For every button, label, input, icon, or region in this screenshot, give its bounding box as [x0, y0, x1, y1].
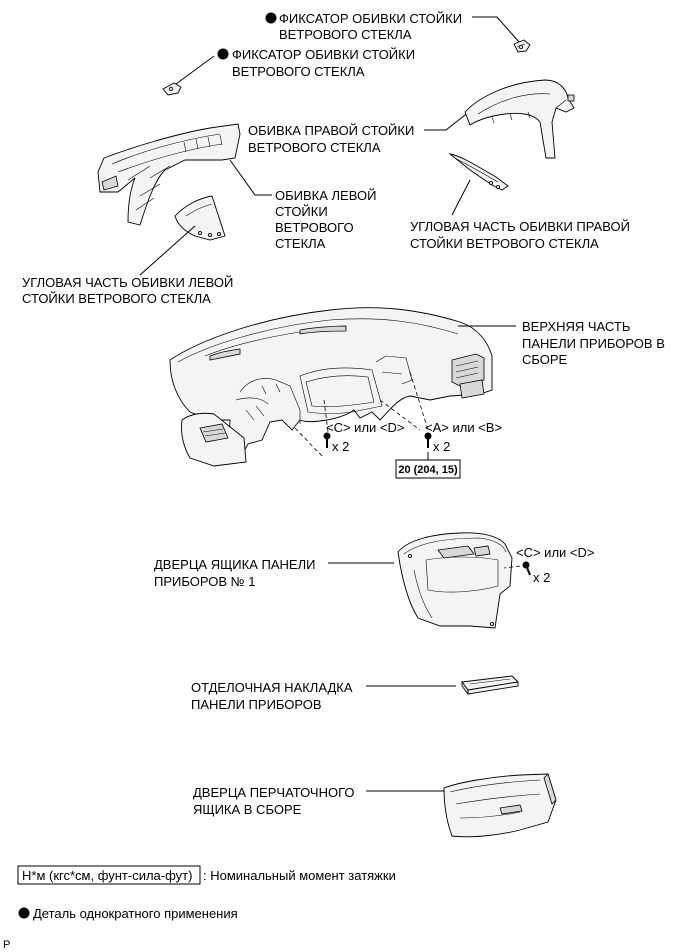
- glove-box-label-1: ДВЕРЦА ПЕРЧАТОЧНОГО: [193, 785, 355, 800]
- finish-plate-label-1: ОТДЕЛОЧНАЯ НАКЛАДКА: [191, 680, 353, 695]
- door-cd-qty: x 2: [533, 570, 550, 585]
- svg-text:x 2: x 2: [533, 570, 550, 585]
- ab-qty: x 2: [433, 439, 450, 454]
- glove-box-label-2: ЯЩИКА В СБОРЕ: [193, 802, 302, 817]
- left-pillar-label-4: СТЕКЛА: [275, 236, 326, 251]
- svg-text:ДВЕРЦА ПЕРЧАТОЧНОГО: ДВЕРЦА ПЕРЧАТОЧНОГО: [193, 785, 355, 800]
- right-corner-label-1: УГЛОВАЯ ЧАСТЬ ОБИВКИ ПРАВОЙ: [410, 219, 630, 234]
- svg-text:<A> или <B>: <A> или <B>: [425, 420, 502, 435]
- single-use-dot-icon: [18, 907, 30, 919]
- svg-text:P: P: [3, 939, 10, 951]
- left-corner-label-1: УГЛОВАЯ ЧАСТЬ ОБИВКИ ЛЕВОЙ: [22, 275, 233, 290]
- svg-text:Деталь однократного применения: Деталь однократного применения: [33, 906, 238, 921]
- svg-text:УГЛОВАЯ ЧАСТЬ ОБИВКИ ЛЕВОЙ: УГЛОВАЯ ЧАСТЬ ОБИВКИ ЛЕВОЙ: [22, 275, 233, 290]
- door-no1-part: [397, 532, 513, 629]
- glove-box-group: ДВЕРЦА ПЕРЧАТОЧНОГО ЯЩИКА В СБОРЕ: [193, 773, 557, 838]
- svg-text:УГЛОВАЯ ЧАСТЬ ОБИВКИ ПРАВОЙ: УГЛОВАЯ ЧАСТЬ ОБИВКИ ПРАВОЙ: [410, 219, 630, 234]
- right-pillar-label-1: ОБИВКА ПРАВОЙ СТОЙКИ: [248, 123, 414, 138]
- left-corner-part: [174, 195, 226, 241]
- svg-text:x 2: x 2: [332, 439, 349, 454]
- torque-desc-label: : Номинальный момент затяжки: [203, 868, 396, 883]
- left-pillar-group: ОБИВКА ЛЕВОЙ СТОЙКИ ВЕТРОВОГО СТЕКЛА: [97, 123, 376, 251]
- clip-upper-group: ФИКСАТОР ОБИВКИ СТОЙКИ ВЕТРОВОГО СТЕКЛА: [265, 11, 531, 53]
- clip-upper-part: [513, 39, 531, 53]
- left-pillar-part: [97, 123, 241, 226]
- door-cd-callout: <C> или <D>: [516, 545, 594, 560]
- finish-plate-label-2: ПАНЕЛИ ПРИБОРОВ: [191, 697, 322, 712]
- torque-box: [395, 459, 461, 479]
- svg-text:ПАНЕЛИ ПРИБОРОВ: ПАНЕЛИ ПРИБОРОВ: [191, 697, 322, 712]
- svg-text:СБОРЕ: СБОРЕ: [522, 352, 568, 367]
- screw-door-icon: [522, 561, 531, 576]
- svg-text:СТОЙКИ ВЕТРОВОГО СТЕКЛА: СТОЙКИ ВЕТРОВОГО СТЕКЛА: [22, 291, 211, 306]
- svg-text:ОБИВКА ПРАВОЙ СТОЙКИ: ОБИВКА ПРАВОЙ СТОЙКИ: [248, 123, 414, 138]
- torque-value: 20 (204, 15): [398, 464, 458, 476]
- svg-text:ОБИВКА ЛЕВОЙ: ОБИВКА ЛЕВОЙ: [275, 188, 376, 203]
- ab-callout: <A> или <B>: [425, 420, 502, 435]
- torque-unit-label: Н*м (кгс*см, фунт-сила-фут): [22, 868, 192, 883]
- upper-panel-label-3: СБОРЕ: [522, 352, 568, 367]
- right-pillar-part: [464, 79, 575, 159]
- clip-lower-group: ФИКСАТОР ОБИВКИ СТОЙКИ ВЕТРОВОГО СТЕКЛА: [162, 47, 415, 96]
- right-corner-part: [448, 153, 509, 191]
- upper-panel-group: ВЕРХНЯЯ ЧАСТЬ ПАНЕЛИ ПРИБОРОВ В СБОРЕ <C…: [169, 307, 665, 479]
- door-no1-label-2: ПРИБОРОВ № 1: [154, 574, 255, 589]
- left-pillar-label-2: СТОЙКИ: [275, 204, 328, 219]
- left-corner-group: УГЛОВАЯ ЧАСТЬ ОБИВКИ ЛЕВОЙ СТОЙКИ ВЕТРОВ…: [22, 195, 233, 306]
- right-pillar-group: ОБИВКА ПРАВОЙ СТОЙКИ ВЕТРОВОГО СТЕКЛА: [248, 79, 575, 159]
- svg-text:ДВЕРЦА ЯЩИКА ПАНЕЛИ: ДВЕРЦА ЯЩИКА ПАНЕЛИ: [154, 557, 315, 572]
- svg-text:<C> или <D>: <C> или <D>: [326, 420, 404, 435]
- door-no1-label-1: ДВЕРЦА ЯЩИКА ПАНЕЛИ: [154, 557, 315, 572]
- svg-text:СТОЙКИ ВЕТРОВОГО СТЕКЛА: СТОЙКИ ВЕТРОВОГО СТЕКЛА: [410, 236, 599, 251]
- legend: Н*м (кгс*см, фунт-сила-фут) : Номинальны…: [17, 865, 396, 921]
- screw-cd-icon: [323, 432, 331, 448]
- clip-lower-part: [162, 82, 182, 96]
- upper-panel-part: [169, 307, 493, 467]
- torque-unit-box: [17, 865, 201, 885]
- svg-text:ВЕТРОВОГО СТЕКЛА: ВЕТРОВОГО СТЕКЛА: [279, 27, 412, 42]
- finish-plate-group: ОТДЕЛОЧНАЯ НАКЛАДКА ПАНЕЛИ ПРИБОРОВ: [191, 675, 519, 712]
- svg-text:СТЕКЛА: СТЕКЛА: [275, 236, 326, 251]
- left-corner-label-2: СТОЙКИ ВЕТРОВОГО СТЕКЛА: [22, 291, 211, 306]
- svg-text:СТОЙКИ: СТОЙКИ: [275, 204, 328, 219]
- single-use-label: Деталь однократного применения: [33, 906, 238, 921]
- svg-text:x 2: x 2: [433, 439, 450, 454]
- right-corner-group: УГЛОВАЯ ЧАСТЬ ОБИВКИ ПРАВОЙ СТОЙКИ ВЕТРО…: [410, 153, 630, 251]
- screw-ab-icon: [424, 432, 432, 448]
- single-use-dot-icon: [217, 48, 229, 60]
- svg-text:: Номинальный момент затяжки: : Номинальный момент затяжки: [203, 868, 396, 883]
- svg-text:ЯЩИКА В СБОРЕ: ЯЩИКА В СБОРЕ: [193, 802, 302, 817]
- left-pillar-label-1: ОБИВКА ЛЕВОЙ: [275, 188, 376, 203]
- cd-callout: <C> или <D>: [326, 420, 404, 435]
- left-pillar-label-3: ВЕТРОВОГО: [275, 220, 354, 235]
- svg-text:ФИКСАТОР ОБИВКИ СТОЙКИ: ФИКСАТОР ОБИВКИ СТОЙКИ: [279, 11, 462, 26]
- upper-panel-label-1: ВЕРХНЯЯ ЧАСТЬ: [522, 319, 630, 334]
- svg-text:ОТДЕЛОЧНАЯ НАКЛАДКА: ОТДЕЛОЧНАЯ НАКЛАДКА: [191, 680, 353, 695]
- door-no1-group: ДВЕРЦА ЯЩИКА ПАНЕЛИ ПРИБОРОВ № 1 <C> или…: [154, 532, 594, 629]
- corner-mark: P: [3, 939, 10, 951]
- upper-panel-label-2: ПАНЕЛИ ПРИБОРОВ В: [522, 336, 665, 351]
- single-use-dot-icon: [265, 12, 277, 24]
- right-pillar-label-2: ВЕТРОВОГО СТЕКЛА: [248, 140, 381, 155]
- clip-upper-label-2: ВЕТРОВОГО СТЕКЛА: [279, 27, 412, 42]
- svg-text:<C> или <D>: <C> или <D>: [516, 545, 594, 560]
- svg-text:20 (204, 15): 20 (204, 15): [398, 464, 458, 476]
- svg-text:ПАНЕЛИ ПРИБОРОВ В: ПАНЕЛИ ПРИБОРОВ В: [522, 336, 665, 351]
- svg-text:ВЕТРОВОГО СТЕКЛА: ВЕТРОВОГО СТЕКЛА: [248, 140, 381, 155]
- svg-text:ВЕТРОВОГО: ВЕТРОВОГО: [275, 220, 354, 235]
- clip-upper-label-1: ФИКСАТОР ОБИВКИ СТОЙКИ: [279, 11, 462, 26]
- clip-lower-label-2: ВЕТРОВОГО СТЕКЛА: [232, 64, 365, 79]
- svg-text:ВЕТРОВОГО СТЕКЛА: ВЕТРОВОГО СТЕКЛА: [232, 64, 365, 79]
- svg-text:Н*м (кгс*см, фунт-сила-фут): Н*м (кгс*см, фунт-сила-фут): [22, 868, 192, 883]
- clip-lower-label-1: ФИКСАТОР ОБИВКИ СТОЙКИ: [232, 47, 415, 62]
- finish-plate-part: [461, 675, 519, 696]
- glove-box-part: [443, 773, 557, 838]
- svg-text:ФИКСАТОР ОБИВКИ СТОЙКИ: ФИКСАТОР ОБИВКИ СТОЙКИ: [232, 47, 415, 62]
- svg-text:ВЕРХНЯЯ ЧАСТЬ: ВЕРХНЯЯ ЧАСТЬ: [522, 319, 630, 334]
- svg-text:ПРИБОРОВ № 1: ПРИБОРОВ № 1: [154, 574, 255, 589]
- right-corner-label-2: СТОЙКИ ВЕТРОВОГО СТЕКЛА: [410, 236, 599, 251]
- cd-qty: x 2: [332, 439, 349, 454]
